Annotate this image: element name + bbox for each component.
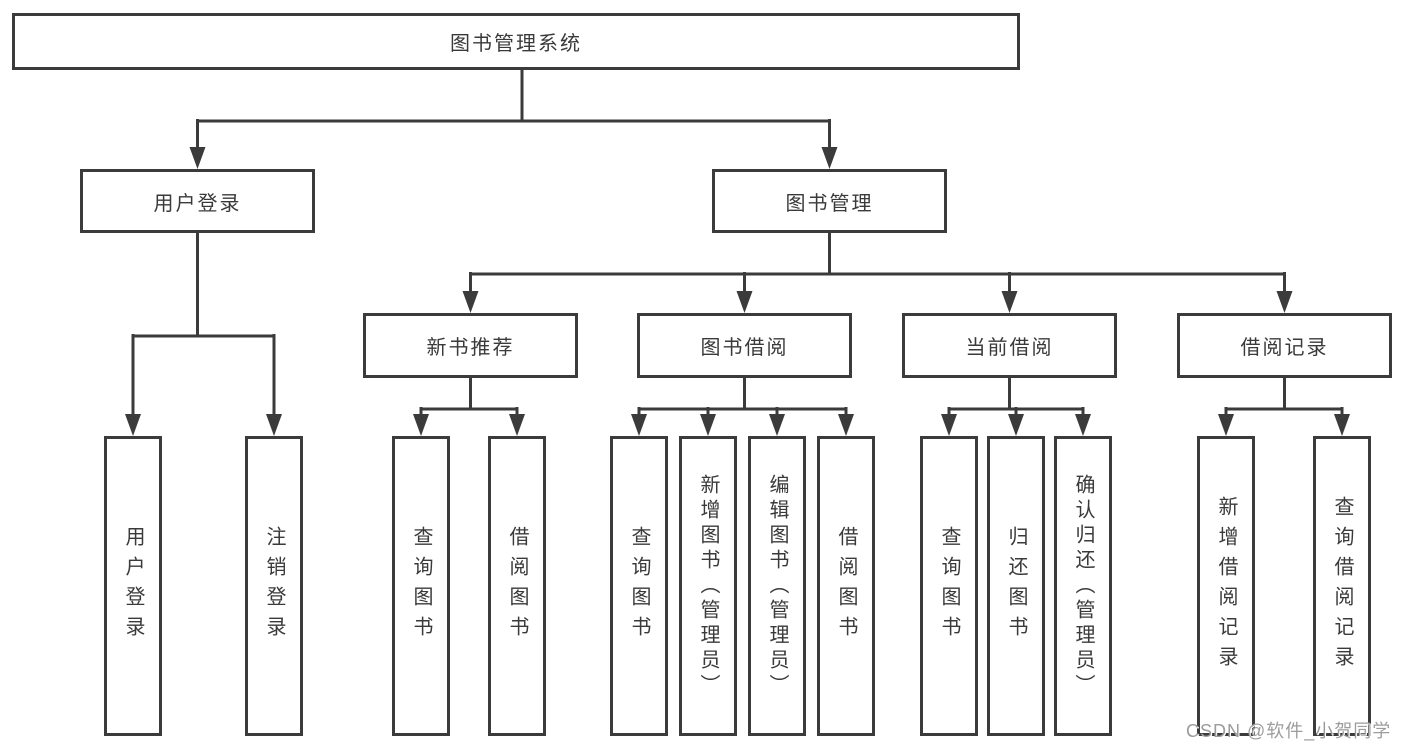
- leaf-add-borrow-record: 新增借阅记录: [1197, 436, 1255, 736]
- leaf-query-borrow-record: 查询借阅记录: [1313, 436, 1371, 736]
- leaf-return-book: 归还图书: [987, 436, 1045, 736]
- leaf-user-login: 用户登录: [104, 436, 162, 736]
- node-current-borrow: 当前借阅: [902, 313, 1117, 378]
- watermark: CSDN @软件_小贺同学: [1186, 721, 1392, 741]
- leaf-query-book-current: 查询图书: [920, 436, 978, 736]
- leaf-query-book-borrow: 查询图书: [610, 436, 668, 736]
- leaf-borrow-book-recommend: 借阅图书: [488, 436, 546, 736]
- node-user-login: 用户登录: [80, 169, 315, 233]
- node-library-system: 图书管理系统: [12, 13, 1020, 70]
- node-book-management: 图书管理: [712, 169, 947, 233]
- leaf-confirm-return-admin: 确认归还（管理员）: [1054, 436, 1112, 736]
- leaf-edit-book-admin: 编辑图书（管理员）: [748, 436, 806, 736]
- leaf-logout: 注销登录: [245, 436, 303, 736]
- leaf-query-book-recommend: 查询图书: [392, 436, 450, 736]
- node-borrow-records: 借阅记录: [1177, 313, 1392, 378]
- leaf-add-book-admin: 新增图书（管理员）: [679, 436, 737, 736]
- node-new-book-recommend: 新书推荐: [363, 313, 578, 378]
- node-book-borrow: 图书借阅: [637, 313, 852, 378]
- leaf-borrow-book: 借阅图书: [817, 436, 875, 736]
